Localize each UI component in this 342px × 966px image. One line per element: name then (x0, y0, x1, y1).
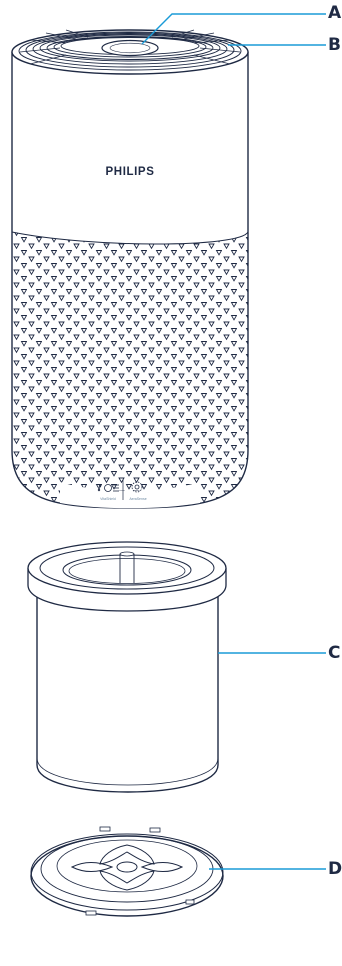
callout-d: D (328, 861, 342, 878)
vitashield-label: VitaShield (100, 497, 116, 501)
callout-a: A (328, 5, 341, 22)
purifier-body (12, 52, 248, 510)
callout-c: C (328, 645, 340, 662)
bottom-cover (31, 827, 223, 916)
aerasense-label: AeraSense (129, 497, 146, 501)
top-cap-assembly (12, 30, 248, 74)
brand-logo: PHILIPS (106, 166, 155, 178)
callout-b: B (328, 37, 341, 54)
filter (28, 542, 226, 792)
